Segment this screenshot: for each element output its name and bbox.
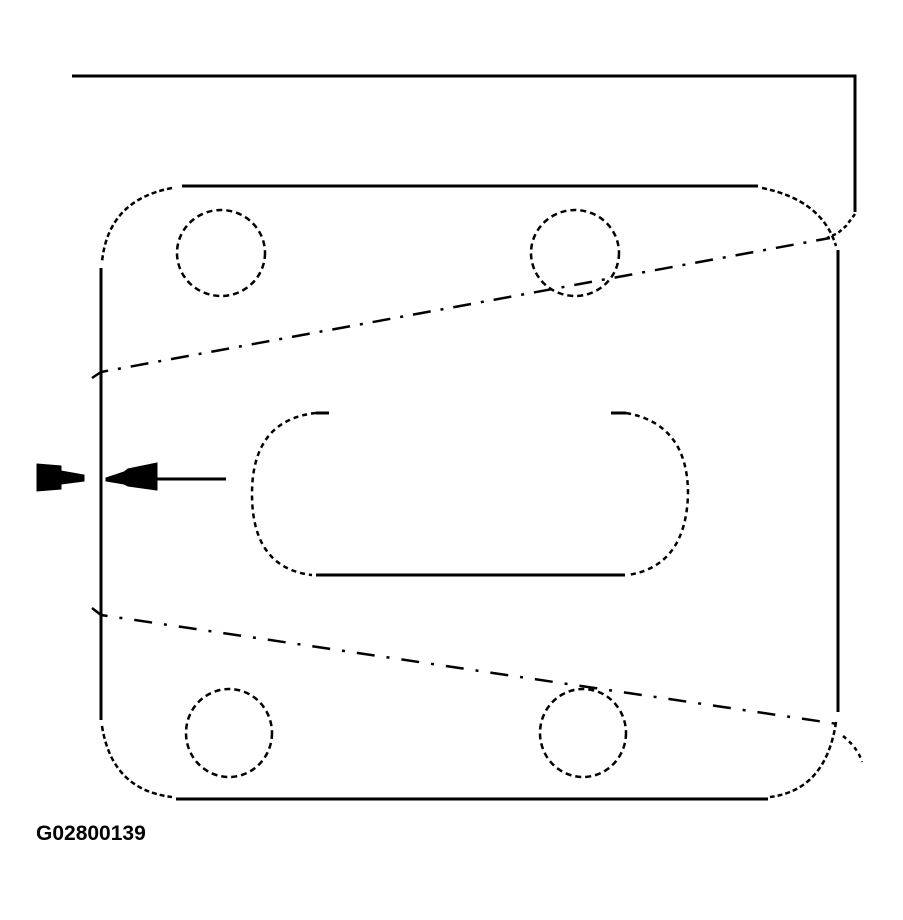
figure-id-label: G02800139 [36,822,146,845]
bolt-hole-top-right [529,208,621,298]
bolt-hole-bottom-right [538,687,628,779]
arrowhead-left-icon [105,462,158,491]
bolt-holes [175,208,628,779]
direction-arrow [36,462,226,492]
leader-line [72,74,857,240]
bolt-hole-bottom-left [184,687,274,779]
gasket-outline [99,184,840,801]
section-lines [91,236,839,726]
lower-break-line-tail [842,735,864,763]
port-opening [250,411,690,577]
arrowhead-right-icon [36,463,85,492]
upper-break-line [91,236,831,380]
bolt-hole-top-left [175,208,267,298]
lower-break-line [91,607,839,726]
